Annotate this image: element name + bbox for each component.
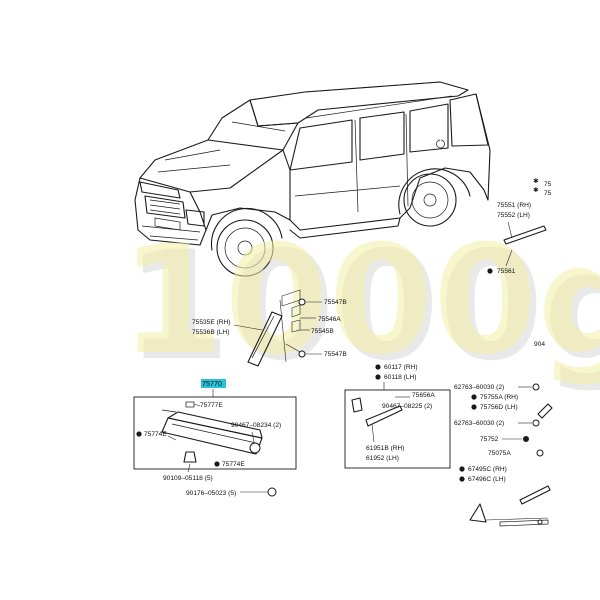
watermark-text: 1000g: [120, 214, 600, 388]
callout-61951B: 61951B (RH): [366, 445, 404, 452]
clip-icon: [537, 519, 543, 525]
garnish-assembly-box: 75770 75777E 75774E 90467–08234 (2) 7577…: [133, 379, 297, 497]
right-column-parts: ✱ ✱ 75 75 75551 (RH) 75552 (LH) 75561 90…: [454, 178, 553, 527]
callout-90467-08234: 90467–08234 (2): [231, 422, 281, 429]
callout-62763-60030-a: 62763–60030 (2): [454, 384, 504, 391]
clip-icon: [459, 476, 465, 482]
callout-75774E-right: 75774E: [222, 461, 245, 468]
callout-75756D: 75756D (LH): [480, 404, 518, 411]
grommet-icon: [351, 397, 363, 413]
clip-icon: [471, 394, 477, 400]
door-frame-part: [365, 405, 403, 427]
callout-60118: 60118 (LH): [384, 374, 417, 381]
clip-icon: [214, 461, 220, 467]
fender-moulding-part: [247, 311, 283, 367]
callout-75536B: 75536B (LH): [192, 329, 229, 336]
assembly-frame: [133, 396, 297, 470]
callout-75777E: 75777E: [200, 402, 223, 409]
callout-60117: 60117 (RH): [384, 364, 418, 371]
callout-75547B-bottom: 75547B: [324, 351, 347, 358]
clip-icon: [375, 374, 381, 380]
callout-75545B: 75545B: [311, 328, 334, 335]
callout-75551: 75551 (RH): [497, 202, 531, 209]
fastener-icon: [183, 451, 197, 463]
clip-icon: [375, 364, 381, 370]
nut-icon: [267, 487, 277, 497]
door-frame-box: 60117 (RH) 60118 (LH) 75656A 90467–08225…: [344, 364, 451, 469]
vehicle-illustration: [134, 81, 491, 277]
callout-75547B-top: 75547B: [324, 299, 347, 306]
assembly-frame: [344, 389, 451, 469]
clip-icon: [536, 449, 544, 457]
callout-90109-05118: 90109–05118 (5): [163, 475, 213, 482]
bracket-part: [469, 503, 487, 523]
callout-67496C: 67496C (LH): [468, 476, 506, 483]
clip-icon: [459, 466, 465, 472]
callout-75755A: 75755A (RH): [480, 394, 518, 401]
callout-90467-08225: 90467–08225 (2): [382, 403, 432, 410]
clip-icon: [487, 268, 493, 274]
callout-62763-60030-b: 62763–60030 (2): [454, 420, 504, 427]
callout-75075A: 75075A: [488, 450, 511, 457]
clip-icon: [523, 436, 529, 442]
callout-75752: 75752: [480, 436, 499, 443]
callout-75546A: 75546A: [318, 316, 341, 323]
callout-75774E-left: 75774E: [144, 431, 167, 438]
asterisk-icon: ✱: [533, 178, 539, 185]
callout-75-mid: 75: [544, 190, 552, 197]
moulding-part: [519, 485, 551, 505]
callout-67495C: 67495C (RH): [468, 466, 507, 473]
callout-904: 904: [534, 341, 545, 348]
callout-75-top: 75: [544, 181, 552, 188]
clip-icon: [249, 442, 261, 454]
callout-75770: 75770: [202, 379, 222, 388]
clip-icon: [471, 404, 477, 410]
callout-75656A: 75656A: [412, 392, 435, 399]
callout-75552: 75552 (LH): [497, 212, 530, 219]
asterisk-icon: ✱: [533, 187, 539, 194]
callout-75561: 75561: [497, 268, 516, 275]
callout-90176-05023: 90176–05023 (5): [186, 490, 236, 497]
clip-icon: [136, 431, 142, 437]
watermark-shadow: 1000g: [126, 220, 600, 394]
screw-icon: [532, 419, 540, 427]
clip-icon: [298, 298, 306, 306]
callout-75535E: 75535E (RH): [192, 319, 230, 326]
part-highlight: [201, 379, 226, 388]
clip-icon: [298, 350, 306, 358]
rocker-moulding-part: [503, 225, 547, 245]
callout-61952: 61952 (LH): [366, 455, 399, 462]
screw-icon: [532, 383, 540, 391]
fender-moulding-group: 75547B 75535E (RH) 75536B (LH) 75546A 75…: [192, 289, 347, 367]
